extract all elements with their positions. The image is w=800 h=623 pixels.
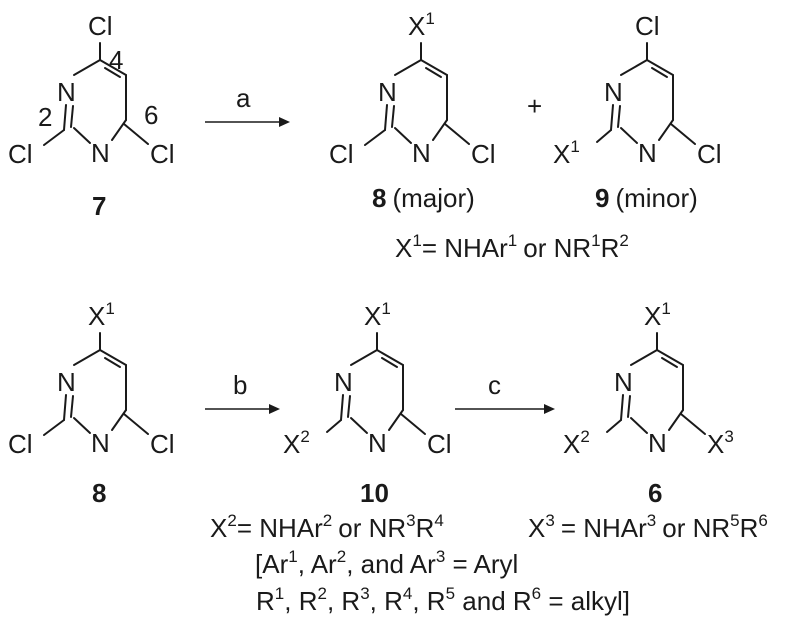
atom-cl: Cl [150, 139, 175, 169]
atom-n: N [604, 77, 623, 107]
reagent-label-b: b [233, 370, 247, 400]
atom-n: N [368, 428, 387, 458]
atom-x: X1 [644, 299, 671, 331]
atom-x: X1 [553, 137, 580, 169]
atom-n: N [334, 367, 353, 397]
atom-n: N [638, 138, 657, 168]
atom-cl: Cl [329, 139, 354, 169]
atom-n: N [648, 428, 667, 458]
atom-cl: Cl [150, 429, 175, 459]
arrowhead [279, 117, 290, 127]
compound-9-structure [596, 42, 696, 145]
atom-x: X3 [707, 427, 734, 459]
compound-8-structure [364, 42, 470, 146]
plus-sign: + [527, 91, 542, 121]
atom-x: X1 [364, 299, 391, 331]
atom-n: N [412, 138, 431, 168]
compound-10-structure [326, 332, 426, 435]
atom-x: X2 [563, 427, 590, 459]
atom-x: X2 [283, 427, 310, 459]
compound-8-label: 8 [92, 478, 106, 508]
arrowhead [544, 404, 555, 414]
reagent-label-a: a [236, 83, 251, 113]
atom-n: N [378, 77, 397, 107]
reagent-label-c: c [488, 370, 501, 400]
atom-cl: Cl [88, 11, 113, 41]
atom-n: N [57, 77, 76, 107]
compound-6-structure [606, 332, 706, 435]
atom-cl: Cl [635, 11, 660, 41]
ring-position-6: 6 [144, 100, 158, 130]
compound-9-label: 9(minor) [595, 183, 698, 213]
atom-x: X1 [88, 299, 115, 331]
compound-10-label: 10 [360, 478, 389, 508]
atom-cl: Cl [427, 429, 452, 459]
compound-8-label: 8(major) [372, 183, 475, 213]
atom-x: X1 [408, 9, 435, 41]
atom-n: N [91, 138, 110, 168]
ring-position-2: 2 [38, 102, 52, 132]
atom-n: N [57, 367, 76, 397]
atom-cl: Cl [8, 139, 33, 169]
compound-8-structure [43, 332, 149, 436]
atom-n: N [614, 367, 633, 397]
atom-cl: Cl [471, 139, 496, 169]
aryl-definition: [Ar1, Ar2, and Ar3 = Aryl [255, 547, 518, 579]
arrowhead [269, 404, 280, 414]
ring-position-4: 4 [109, 45, 123, 75]
atom-cl: Cl [697, 139, 722, 169]
atom-cl: Cl [8, 429, 33, 459]
compound-6-label: 6 [648, 478, 662, 508]
compound-7-label: 7 [92, 191, 106, 221]
alkyl-definition: R1, R2, R3, R4, R5 and R6 = alkyl] [256, 584, 630, 616]
compound-7-structure [43, 42, 149, 146]
atom-n: N [91, 428, 110, 458]
